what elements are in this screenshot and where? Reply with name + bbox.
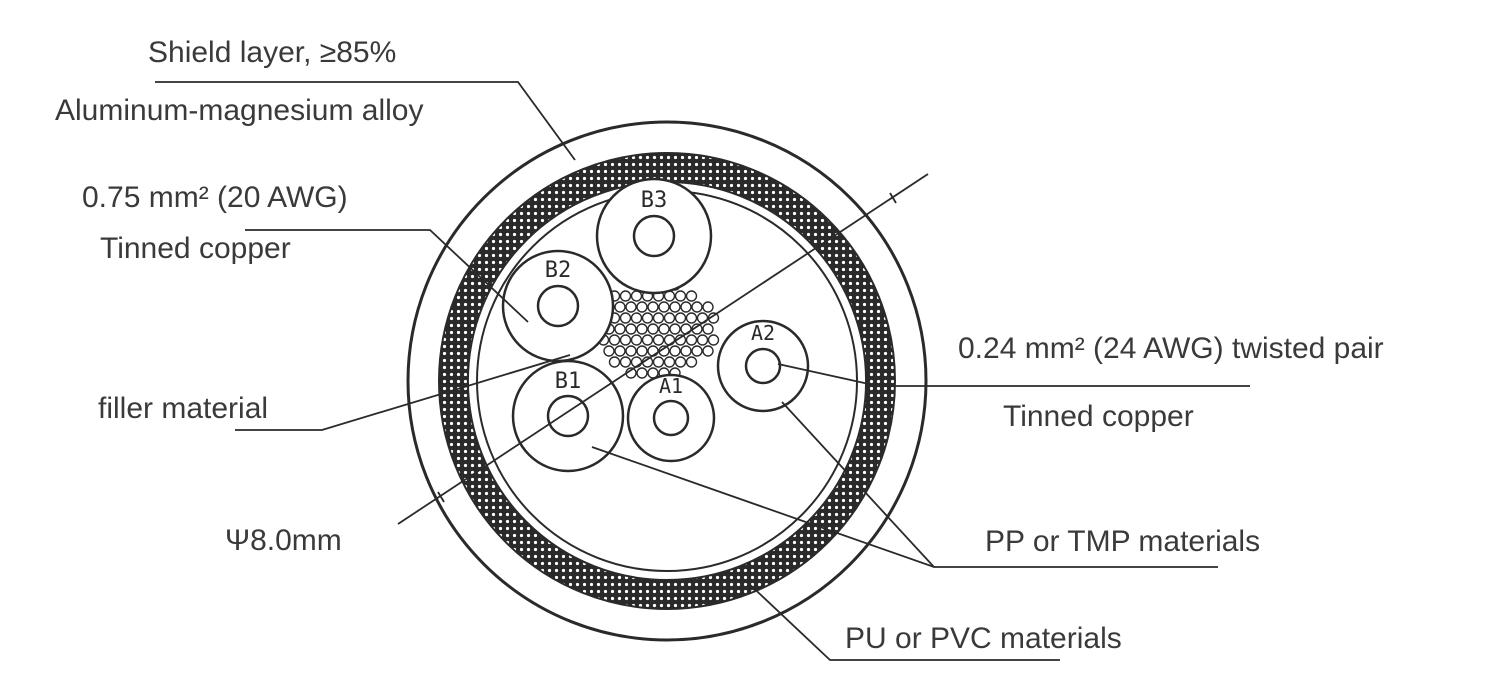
filler-strand (674, 356, 687, 368)
filler-strand (685, 334, 698, 346)
filler-strand (603, 345, 615, 357)
filler-strand (647, 345, 659, 357)
pair-material-label: Tinned copper (1003, 400, 1194, 433)
filler-strand (608, 334, 621, 346)
filler-strand (663, 334, 676, 346)
diameter-tick-right (889, 192, 897, 204)
filler-strand (636, 345, 648, 357)
filler-strand (707, 334, 720, 346)
filler-strand (652, 334, 665, 346)
diameter-label: Ψ8.0mm (225, 524, 342, 557)
conductor-large-material-label: Tinned copper (100, 232, 291, 265)
filler-strand (685, 290, 698, 302)
filler-strand (614, 301, 626, 313)
filler-strand (663, 312, 676, 324)
shield-label-line2: Aluminum-magnesium alloy (55, 94, 424, 127)
leader-pair (777, 363, 1250, 387)
shield-label-line1: Shield layer, ≥85% (148, 36, 397, 69)
filler-strand (619, 356, 632, 368)
leader-shield (155, 81, 576, 161)
diameter-tick-left (437, 491, 445, 503)
jacket-label: PU or PVC materials (845, 622, 1122, 655)
filler-strand (685, 312, 698, 324)
filler-strand (691, 345, 703, 357)
filler-strand (669, 301, 681, 313)
filler-label: filler material (98, 392, 269, 425)
filler-strand (658, 301, 670, 313)
filler-strand (619, 312, 632, 324)
core-b1: B1 (511, 359, 625, 473)
core-a2: A2 (716, 319, 810, 413)
filler-strand (614, 345, 626, 357)
core-a1: A1 (626, 373, 716, 463)
core-a2-label: A2 (751, 321, 775, 345)
filler-strand (636, 323, 648, 335)
filler-strand (674, 290, 687, 302)
filler-strand (652, 312, 665, 324)
filler-strand (663, 356, 676, 368)
leader-lines (155, 81, 1250, 661)
filler-strand (669, 323, 681, 335)
filler-strand (674, 312, 687, 324)
leader-filler (235, 354, 571, 431)
filler-strand (636, 367, 648, 379)
core-b1-label: B1 (555, 369, 582, 394)
filler-strand (685, 356, 698, 368)
filler-strand (625, 323, 637, 335)
filler-strand (702, 345, 714, 357)
filler-strand (614, 323, 626, 335)
pair-size-label: 0.24 mm² (24 AWG) twisted pair (958, 332, 1384, 365)
insulation-label: PP or TMP materials (985, 525, 1261, 558)
core-b3: B3 (595, 177, 713, 295)
conductor-large-size-label: 0.75 mm² (20 AWG) (82, 181, 348, 214)
filler-strand (680, 301, 692, 313)
filler-strand (625, 345, 637, 357)
filler-strand (652, 356, 665, 368)
core-b3-label: B3 (641, 188, 668, 213)
shield-braid (438, 151, 896, 611)
filler-strand (641, 334, 654, 346)
leader-jacket (744, 579, 1060, 661)
filler-strand (630, 334, 643, 346)
filler-strand (625, 301, 637, 313)
filler-strand (647, 301, 659, 313)
filler-strand (647, 323, 659, 335)
filler-strand (619, 290, 632, 302)
filler-strand (658, 323, 670, 335)
leader-conductor-large (245, 229, 529, 323)
filler-strand (636, 301, 648, 313)
filler-strand (641, 312, 654, 324)
core-b2: B2 (501, 249, 615, 363)
filler-strand (608, 356, 621, 368)
filler-strand (680, 345, 692, 357)
filler-strand (702, 323, 714, 335)
diameter-line (397, 173, 929, 525)
filler-strand (702, 301, 714, 313)
filler-strand (696, 334, 709, 346)
core-b2-label: B2 (545, 258, 572, 283)
core-a1-label: A1 (659, 374, 683, 398)
filler-strand (630, 312, 643, 324)
filler-strand (619, 334, 632, 346)
filler-strand (669, 345, 681, 357)
leader-insulation-a2 (781, 401, 935, 568)
filler-strand (691, 301, 703, 313)
